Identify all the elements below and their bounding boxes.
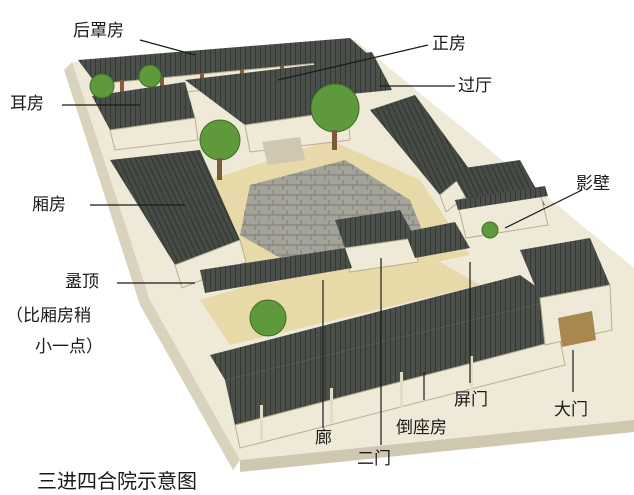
inner-gate — [200, 210, 470, 293]
label-luding: 盝顶 — [65, 272, 99, 292]
label-luding-note-1: （比厢房稍 — [6, 306, 91, 326]
label-erfang: 耳房 — [10, 94, 44, 114]
label-daozuofang: 倒座房 — [396, 418, 447, 438]
label-luding-note-2: 小一点） — [35, 337, 103, 357]
screen-wall — [455, 186, 549, 239]
trees — [89, 64, 499, 337]
label-guoting: 过厅 — [458, 76, 492, 96]
west-wing — [110, 150, 247, 289]
label-houzhaofang: 后罩房 — [73, 21, 124, 41]
label-lang: 廊 — [315, 428, 332, 448]
label-pingmen: 屏门 — [454, 390, 488, 410]
label-yingbi: 影壁 — [576, 174, 610, 194]
ear-room — [92, 82, 199, 151]
label-damen: 大门 — [554, 400, 588, 420]
label-xiangfang: 厢房 — [32, 195, 66, 215]
main-gate — [520, 238, 613, 347]
leader-lines — [62, 39, 583, 445]
label-ermen: 二门 — [357, 449, 391, 469]
diagram-caption: 三进四合院示意图 — [37, 469, 197, 493]
front-row-building — [210, 275, 566, 449]
label-zhengfang: 正房 — [432, 34, 466, 54]
